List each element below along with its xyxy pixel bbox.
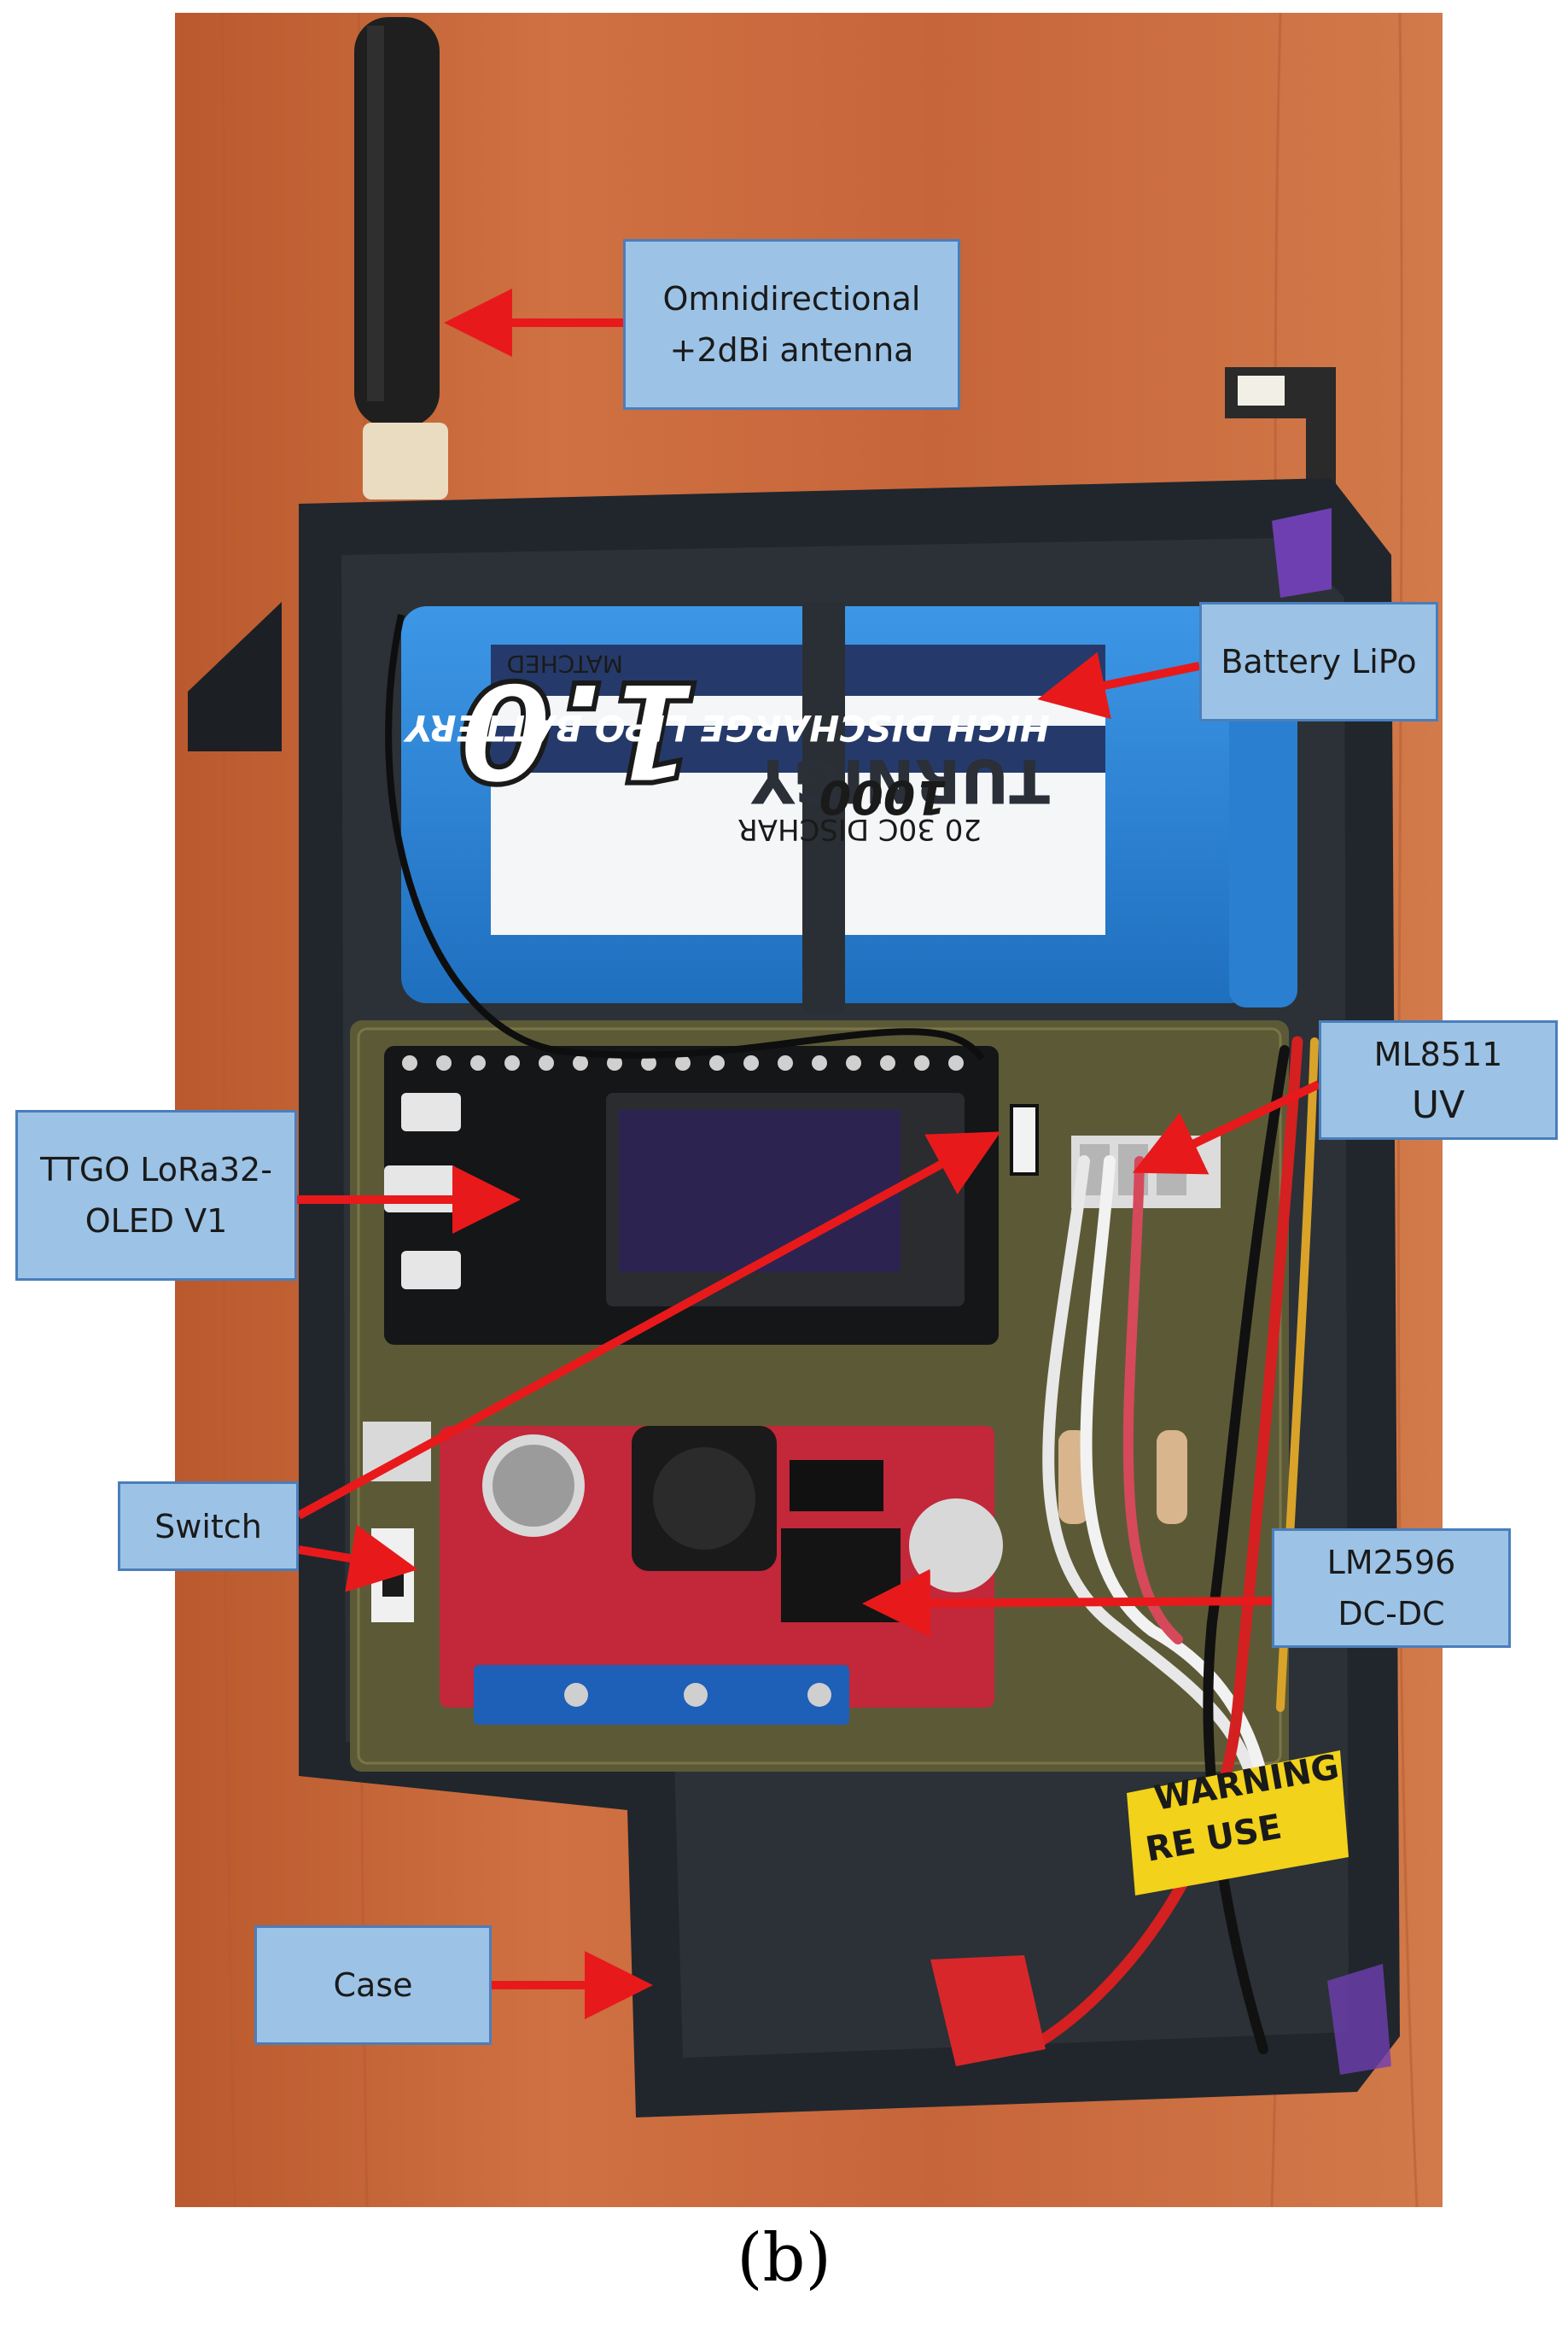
- antenna-wire: [385, 614, 985, 1061]
- battery-type-text: HIGH DISCHARGE LIPO BATTERY: [403, 707, 1050, 749]
- callout-converter: LM2596 DC-DC: [1272, 1528, 1511, 1648]
- callout-switch: Switch: [118, 1481, 299, 1571]
- arrow-converter: [862, 1568, 1273, 1638]
- callout-converter-line1: LM2596: [1326, 1544, 1456, 1581]
- purple-tape-bottom: [1327, 1964, 1391, 2075]
- callout-switch-line1: Switch: [154, 1507, 262, 1545]
- annotation-arrows: [294, 289, 1321, 2019]
- callout-battery-line1: Battery LiPo: [1221, 643, 1417, 680]
- antenna: [354, 17, 448, 499]
- callout-board: TTGO LoRa32- OLED V1: [15, 1110, 297, 1281]
- callout-uv-sensor: ML8511 UV: [1319, 1020, 1558, 1140]
- callout-antenna-line1: Omnidirectional: [662, 280, 921, 318]
- callout-antenna-line2: +2dBi antenna: [669, 331, 914, 369]
- arrow-uv-sensor: [1132, 1080, 1321, 1175]
- arrow-battery: [1037, 651, 1201, 720]
- battery-matched-text: MATCHED: [507, 650, 623, 678]
- callout-antenna: Omnidirectional +2dBi antenna: [623, 239, 960, 410]
- purple-tape: [1272, 508, 1332, 598]
- callout-case: Case: [254, 1925, 492, 2045]
- lm2596-module: [440, 1426, 1003, 1725]
- callout-board-line2: OLED V1: [85, 1202, 228, 1240]
- battery-brand-text: TURNIGY: [750, 745, 1050, 815]
- sensor-connector: [1071, 1136, 1221, 1208]
- figure-caption: (b): [737, 2220, 831, 2297]
- device-photo: TURNIGY 1.0 20 30C DISCHAR 1000 HIGH DIS…: [175, 12, 1443, 2208]
- battery-model-text: 1.0: [458, 651, 700, 810]
- mount-bracket: [1225, 367, 1336, 521]
- battery-discharge-text: 20 30C DISCHAR: [737, 812, 982, 846]
- arrow-switch-slide: [298, 1524, 418, 1592]
- arrow-switch-board: [296, 1131, 1001, 1520]
- callout-uv-line1: ML8511: [1373, 1036, 1503, 1073]
- case-side-tab: [188, 602, 282, 751]
- callout-case-line1: Case: [333, 1966, 413, 2004]
- power-plug: [930, 1955, 1046, 2066]
- callout-converter-line2: DC-DC: [1338, 1595, 1445, 1633]
- ttgo-board: [384, 1046, 1039, 1345]
- callout-uv-line2: UV: [1411, 1083, 1466, 1127]
- callout-board-line1: TTGO LoRa32-: [40, 1151, 272, 1189]
- lipo-battery: TURNIGY 1.0 20 30C DISCHAR 1000 HIGH DIS…: [401, 602, 1297, 1012]
- callout-battery: Battery LiPo: [1199, 602, 1438, 721]
- battery-capacity-text: 1000: [819, 770, 947, 824]
